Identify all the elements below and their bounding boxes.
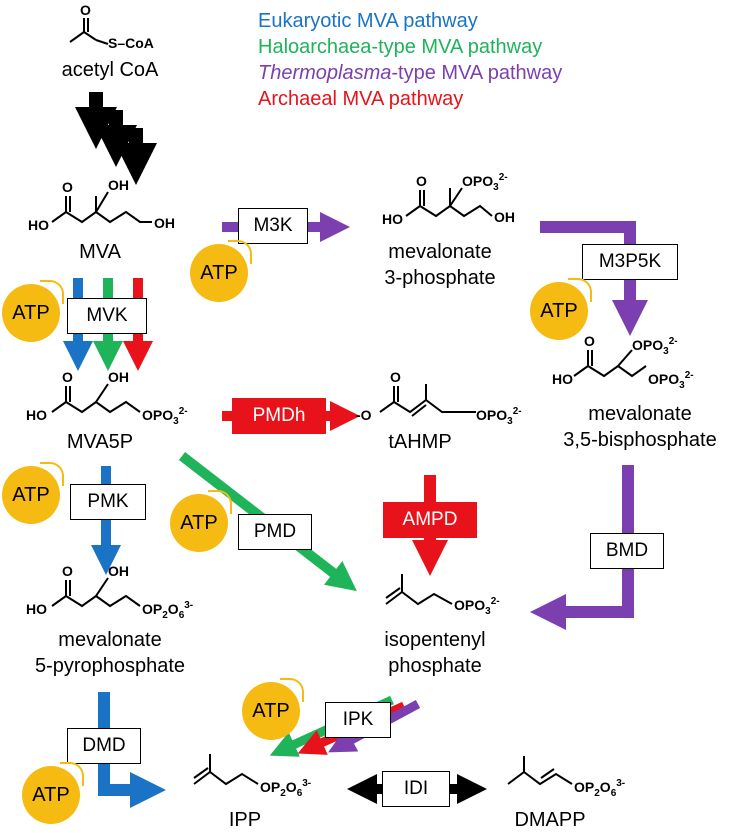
tahmp-o: O	[390, 369, 401, 385]
tahmp-structure	[379, 384, 476, 417]
mva5pp-op2o6: OP2O63-	[142, 600, 193, 621]
mva-oh-top: OH	[108, 177, 129, 193]
enzyme-pmdh: PMDh	[232, 398, 326, 434]
ip-structure	[385, 574, 453, 606]
enzyme-mvk: MVK	[67, 298, 147, 334]
compound-mva5pp-l1: mevalonate	[58, 629, 162, 651]
legend-archaeal: Archaeal MVA pathway	[258, 88, 464, 110]
enzyme-idi: IDI	[382, 771, 450, 807]
compound-mva35bp-l2: 3,5-bisphosphate	[563, 429, 717, 451]
compound-acetyl-coa: acetyl CoA	[61, 59, 159, 81]
arrow-mva5pp-to-ipp	[98, 692, 166, 808]
mva5pp-ho: HO	[26, 601, 47, 617]
enzyme-pmd: PMD	[238, 514, 312, 550]
mbp-ho: HO	[552, 371, 573, 387]
legend-thermoplasma: Thermoplasma-type MVA pathway	[258, 62, 563, 84]
m3p-ho: HO	[382, 211, 403, 227]
enzyme-m3k: M3K	[238, 208, 308, 244]
enzyme-dmd: DMD	[67, 728, 141, 764]
dmapp-structure	[507, 756, 573, 786]
mbp-o: O	[584, 333, 595, 349]
mbp-opo3-right: OPO32-	[648, 370, 694, 391]
atp-pmd: ATP	[170, 490, 232, 552]
mva5pp-o: O	[62, 563, 73, 579]
m3p-structure	[405, 187, 493, 218]
compound-mva5pp-l2: 5-pyrophosphate	[34, 655, 186, 677]
mva-oh-right: OH	[154, 215, 175, 231]
compound-mva: MVA	[79, 241, 121, 263]
atp-m3k: ATP	[190, 240, 252, 302]
m3p-opo3: OPO32-	[462, 172, 508, 193]
mva5pp-structure	[51, 577, 141, 608]
enzyme-ampd: AMPD	[383, 502, 477, 538]
mva-ho: HO	[28, 217, 49, 233]
ip-opo3: OPO32-	[454, 596, 500, 617]
compound-mva5p: MVA5P	[66, 431, 134, 453]
compound-dmapp: DMAPP	[514, 809, 586, 831]
acetylcoa-scoa: S–CoA	[108, 35, 154, 51]
acetylcoa-to-mva-arrows	[75, 92, 157, 185]
mva-o: O	[62, 179, 73, 195]
ipp-op2o6: OP2O63-	[260, 778, 311, 799]
legend-eukaryotic: Eukaryotic MVA pathway	[258, 10, 478, 32]
mva5pp-oh: OH	[108, 563, 129, 579]
atp-mvk: ATP	[2, 280, 64, 342]
mbp-structure	[573, 349, 647, 378]
compound-mva3p-l2: 3-phosphate	[384, 267, 496, 289]
compound-ipp: IPP	[228, 809, 262, 831]
compound-ip-l1: isopentenyl	[384, 629, 486, 651]
compound-tahmp: tAHMP	[388, 431, 452, 453]
mbp-opo3-top: OPO32-	[632, 336, 678, 357]
arrow-m3p-to-mbp	[540, 221, 648, 336]
mva5p-ho: HO	[26, 407, 47, 423]
compound-ip-l2: phosphate	[388, 655, 482, 677]
tahmp-neg-o: -O	[356, 407, 372, 423]
tahmp-opo3: OPO32-	[476, 406, 522, 427]
acetylcoa-structure	[69, 18, 109, 45]
atp-dmd: ATP	[22, 762, 84, 824]
enzyme-m3p5k: M3P5K	[582, 244, 678, 280]
atp-pmk: ATP	[2, 462, 64, 524]
mva5p-structure	[51, 383, 141, 414]
mva5p-opo3: OPO32-	[142, 406, 188, 427]
mva5p-o: O	[62, 369, 73, 385]
mva-structure	[51, 191, 152, 224]
atp-m3p5k: ATP	[530, 278, 592, 340]
acetylcoa-o: O	[80, 2, 91, 18]
m3p-oh: OH	[494, 209, 515, 225]
compound-mva3p-l1: mevalonate	[388, 241, 492, 263]
enzyme-bmd: BMD	[590, 533, 664, 569]
atp-ipk: ATP	[242, 678, 304, 740]
ipp-structure	[193, 754, 259, 786]
mva5p-oh: OH	[108, 369, 129, 385]
enzyme-pmk: PMK	[70, 484, 146, 520]
m3p-o: O	[416, 173, 427, 189]
compound-mva35bp-l1: mevalonate	[588, 403, 692, 425]
enzyme-ipk: IPK	[325, 702, 391, 738]
dmapp-op2o6: OP2O63-	[574, 778, 625, 799]
legend-haloarchaea: Haloarchaea-type MVA pathway	[258, 36, 543, 58]
arrow-mbp-to-ip	[530, 465, 634, 630]
